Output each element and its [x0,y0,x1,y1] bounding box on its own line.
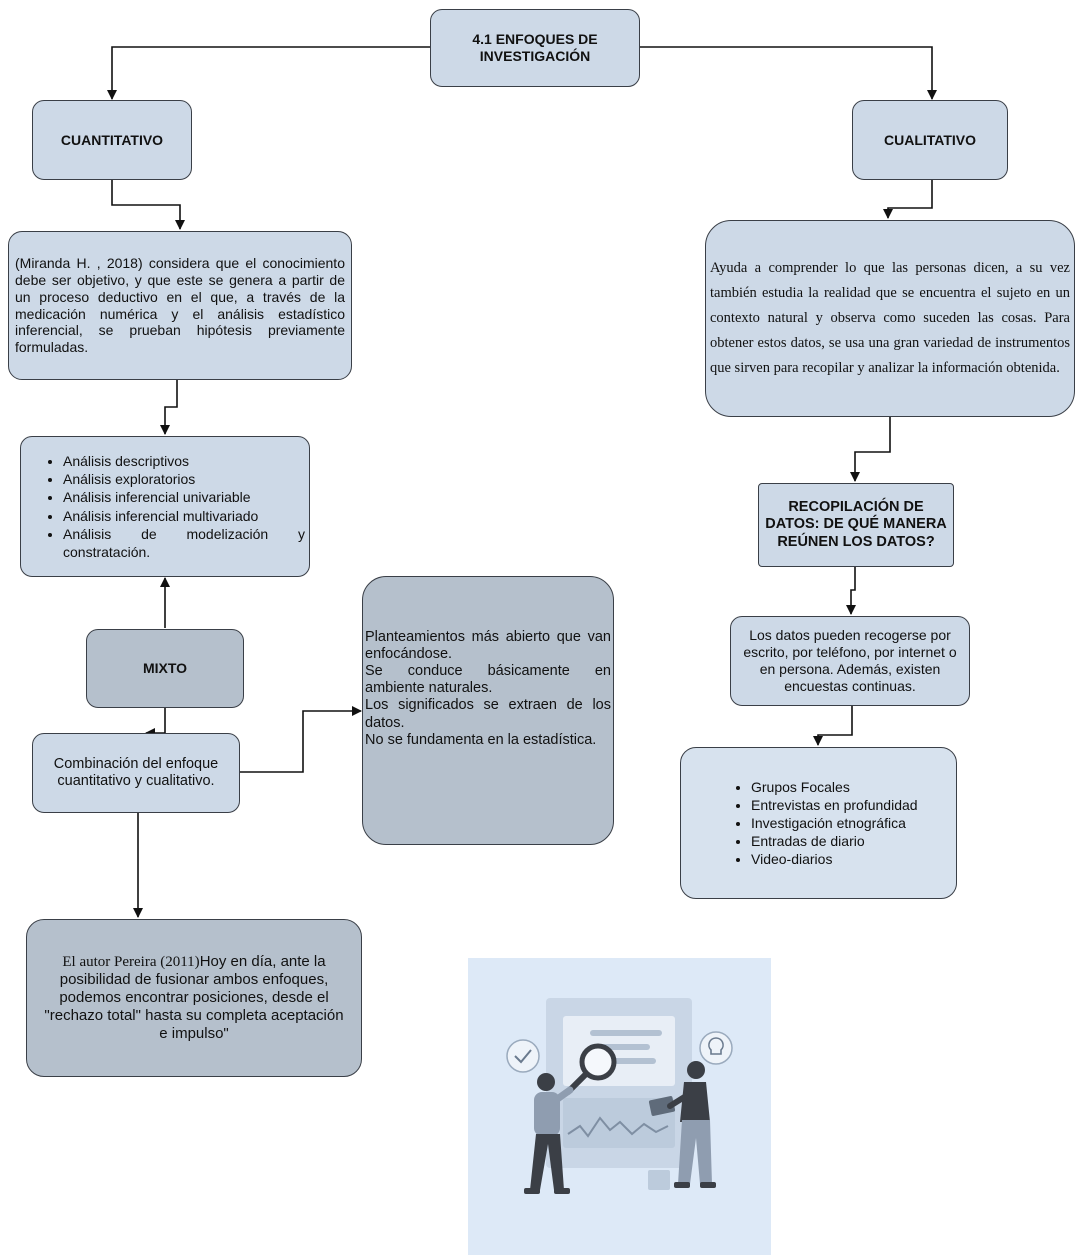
analysis-item: Análisis exploratorios [63,470,305,488]
recopilacion-title: RECOPILACIÓN DE DATOS: DE QUÉ MANERA REÚ… [765,498,947,550]
arrow-desc-analyses [160,380,178,435]
arrow-root-cualitativo [640,46,937,100]
methods-list: Grupos Focales Entrevistas en profundida… [729,778,918,869]
method-item: Entradas de diario [751,832,918,850]
method-item: Entrevistas en profundidad [751,796,918,814]
analysis-item: Análisis inferencial multivariado [63,507,305,525]
recopilacion-node: RECOPILACIÓN DE DATOS: DE QUÉ MANERA REÚ… [758,483,954,567]
research-analysis-illustration [468,958,771,1255]
tablet-icon [648,1096,676,1116]
cualitativo-description: Ayuda a comprender lo que las personas d… [710,260,1070,376]
characteristic-item: Se conduce básicamente en ambiente natur… [365,663,611,697]
cuantitativo-node: CUANTITATIVO [32,100,192,180]
analysis-item: Análisis inferencial univariable [63,488,305,506]
cualitativo-title: CUALITATIVO [883,131,977,148]
arrow-mixto-combination [145,708,166,738]
cualitativo-description-node: Ayuda a comprender lo que las personas d… [705,220,1075,417]
methods-node: Grupos Focales Entrevistas en profundida… [680,747,957,899]
cuantitativo-description-node: (Miranda H. , 2018) considera que el con… [8,231,352,380]
root-title: 4.1 ENFOQUES DE INVESTIGACIÓN [472,31,598,64]
quote-body: Hoy en día, ante la posibilidad de fusio… [44,953,344,1042]
method-item: Grupos Focales [751,778,918,796]
analysis-item: Análisis de modelización y constratación… [63,525,305,561]
characteristic-item: Los significados se extraen de los datos… [365,697,611,731]
analyses-node: Análisis descriptivos Análisis explorato… [20,436,310,577]
person-woman [687,1061,705,1079]
arrow-desc-recopilacion [850,417,891,482]
lightbulb-icon [699,1031,733,1065]
mixto-characteristics-node: Planteamientos más abierto que van enfoc… [362,576,614,845]
mixto-title: MIXTO [142,660,188,677]
combination-text: Combinación del enfoque cuantitativo y c… [53,755,219,789]
collection-text: Los datos pueden recogerse por escrito, … [743,627,957,694]
quote-author: El autor Pereira (2011) [62,954,200,970]
root-node: 4.1 ENFOQUES DE INVESTIGACIÓN [430,9,640,87]
characteristic-item: No se fundamenta en la estadística. [365,731,597,748]
cualitativo-node: CUALITATIVO [852,100,1008,180]
arrow-combination-characteristics [240,706,362,773]
arrow-root-cuantitativo [107,46,430,100]
arrow-cuali-desc [883,180,933,219]
characteristic-item: Planteamientos más abierto que van enfoc… [365,629,611,663]
analysis-item: Análisis descriptivos [63,452,305,470]
quote-node: El autor Pereira (2011)Hoy en día, ante … [26,919,362,1077]
method-item: Video-diarios [751,850,918,868]
quote-text: El autor Pereira (2011)Hoy en día, ante … [41,953,347,1043]
characteristics-text: Planteamientos más abierto que van enfoc… [365,629,611,749]
combination-node: Combinación del enfoque cuantitativo y c… [32,733,240,813]
arrow-cuanti-desc [111,180,185,230]
arrow-text-methods [813,706,853,746]
analyses-list: Análisis descriptivos Análisis explorato… [41,452,305,561]
arrow-recop-text [846,567,856,615]
magnifier-icon [579,1043,617,1081]
person-man [537,1073,555,1091]
mixto-node: MIXTO [86,629,244,708]
collection-text-node: Los datos pueden recogerse por escrito, … [730,616,970,706]
cuantitativo-title: CUANTITATIVO [60,131,164,148]
method-item: Investigación etnográfica [751,814,918,832]
illustration-art [506,998,733,1194]
cuantitativo-description: (Miranda H. , 2018) considera que el con… [15,255,345,356]
check-icon [506,1039,540,1073]
